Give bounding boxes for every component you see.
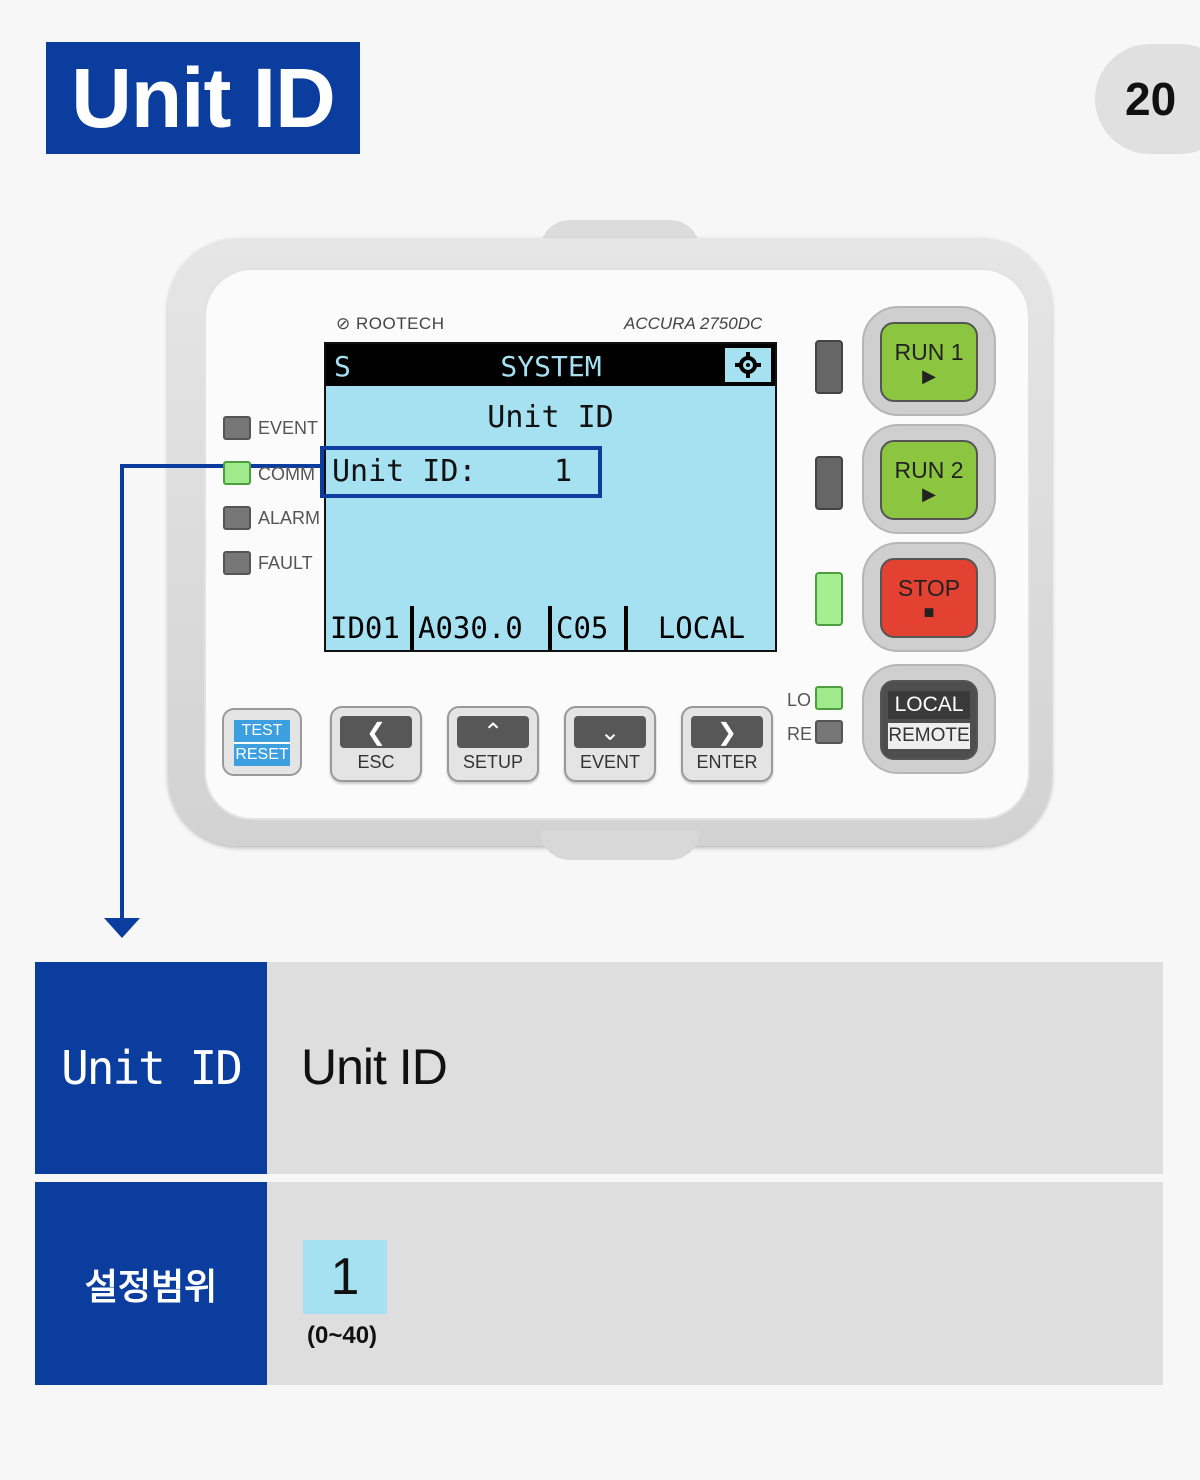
lcd-status-current: A030.0	[414, 606, 548, 650]
run1-indicator	[815, 340, 843, 394]
play-icon: ▶	[922, 365, 936, 386]
event-label: EVENT	[579, 752, 640, 772]
run2-indicator	[815, 456, 843, 510]
setting-range-row: 설정범위 1 (0~40)	[35, 1182, 1163, 1385]
reset-label: RESET	[234, 742, 290, 766]
chevron-right-icon: ❯	[691, 716, 763, 748]
lcd-screen-title: Unit ID	[487, 400, 614, 435]
lcd-header-bar: S SYSTEM	[326, 344, 775, 386]
chevron-down-icon: ⌄	[574, 716, 646, 748]
default-value: 1	[330, 1248, 360, 1306]
unit-id-highlight	[320, 446, 602, 498]
settings-icon	[725, 348, 771, 382]
fault-led-label: FAULT	[258, 553, 313, 573]
lcd-status-bar: ID01 A030.0 C05 LOCAL	[326, 606, 775, 650]
lcd-screen: S SYSTEM Unit ID Unit ID: 1 ID01 A030.0 …	[324, 342, 777, 652]
setup-label: SETUP	[462, 752, 523, 772]
local-label: LOCAL	[888, 691, 970, 719]
lcd-unit-id-value: 1	[554, 454, 573, 489]
unit-id-row-header-text: Unit ID	[61, 1041, 243, 1095]
page-number-badge: 20	[1095, 44, 1200, 154]
setting-range-text: (0~40)	[307, 1322, 378, 1349]
re-led-label: RE	[787, 724, 813, 744]
pointer-arrow-icon	[104, 918, 140, 938]
run2-button[interactable]: RUN 2▶	[862, 424, 996, 534]
chevron-left-icon: ❮	[340, 716, 412, 748]
local-remote-button[interactable]: LOCAL REMOTE	[862, 664, 996, 774]
setting-range-header: 설정범위	[35, 1182, 267, 1385]
lcd-status-comm: C05	[552, 606, 624, 650]
unit-id-row-desc: Unit ID	[301, 1039, 448, 1095]
stop-icon: ■	[923, 601, 935, 622]
test-label: TEST	[241, 722, 283, 739]
esc-button[interactable]: ❮ ESC	[330, 706, 422, 782]
enter-button[interactable]: ❯ ENTER	[681, 706, 773, 782]
lcd-status-mode: LOCAL	[628, 606, 775, 650]
run2-label: RUN 2	[894, 456, 964, 483]
page-number: 20	[1125, 73, 1177, 125]
lcd-unit-id-label: Unit ID:	[332, 454, 477, 489]
fault-led	[223, 551, 251, 575]
esc-label: ESC	[357, 752, 395, 772]
event-button[interactable]: ⌄ EVENT	[564, 706, 656, 782]
unit-id-row-desc-cell: Unit ID	[267, 962, 1163, 1174]
device-bottom-tab	[540, 830, 700, 860]
stop-label: STOP	[897, 574, 961, 601]
setting-range-header-text: 설정범위	[84, 1266, 218, 1308]
lcd-status-id: ID01	[326, 606, 410, 650]
setup-button[interactable]: ⌃ SETUP	[447, 706, 539, 782]
stop-indicator	[815, 572, 843, 626]
pointer-line-vertical	[120, 464, 124, 920]
run1-button[interactable]: RUN 1▶	[862, 306, 996, 416]
alarm-led	[223, 506, 251, 530]
setting-range-cell: 1 (0~40)	[267, 1182, 1163, 1385]
page-title-text: Unit ID	[71, 50, 336, 145]
chevron-up-icon: ⌃	[457, 716, 529, 748]
stop-button[interactable]: STOP■	[862, 542, 996, 652]
unit-id-row: Unit ID Unit ID	[35, 962, 1163, 1174]
page-title: Unit ID	[46, 42, 360, 154]
remote-label: REMOTE	[888, 723, 970, 749]
event-led	[223, 416, 251, 440]
event-led-label: EVENT	[258, 418, 319, 438]
model-name: ACCURA 2750DC	[624, 314, 763, 333]
comm-led	[223, 461, 251, 485]
brand-logo: ⊘ ROOTECH	[336, 314, 445, 333]
alarm-led-label: ALARM	[258, 508, 321, 528]
re-led	[815, 720, 843, 744]
test-reset-button[interactable]: TEST RESET	[222, 708, 302, 776]
lcd-menu-title: SYSTEM	[500, 350, 602, 383]
pointer-line-horizontal	[120, 464, 322, 468]
run1-label: RUN 1	[894, 338, 964, 365]
lo-led-label: LO	[787, 690, 812, 710]
play-icon: ▶	[922, 483, 936, 504]
lo-led	[815, 686, 843, 710]
default-value-box: 1	[303, 1240, 387, 1314]
enter-label: ENTER	[696, 752, 758, 772]
lcd-mode: S	[334, 350, 351, 383]
unit-id-row-header: Unit ID	[35, 962, 267, 1174]
comm-led-label: COMM	[258, 464, 315, 484]
